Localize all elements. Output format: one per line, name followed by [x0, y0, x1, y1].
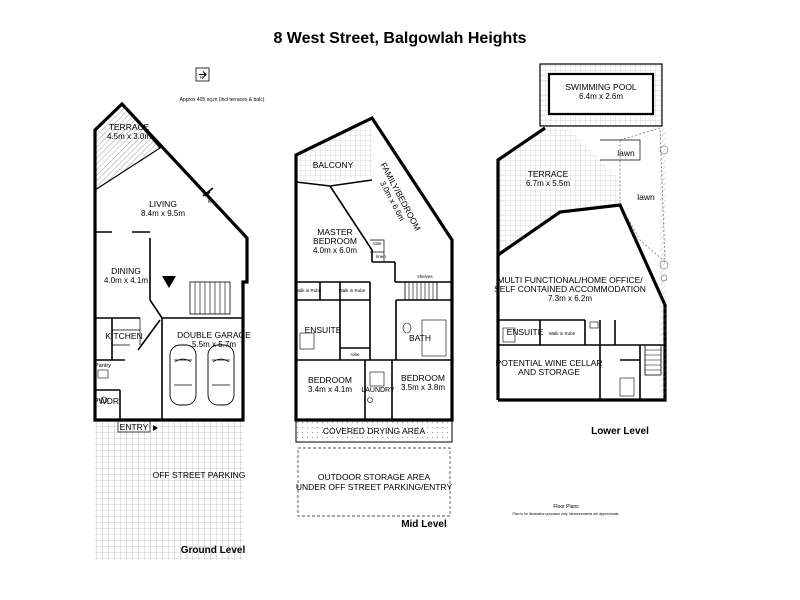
pool-dim: 6.4m x 2.6m	[579, 92, 623, 101]
area-note: Approx 405 sq.m (incl terraces & balc)	[180, 97, 265, 103]
lawn-label-1: lawn	[617, 148, 635, 158]
multi-functional-label-1: MULTI FUNCTIONAL/HOME OFFICE/	[497, 275, 643, 285]
lower-level-plan: SWIMMING POOL 6.4m x 2.6m lawn lawn TERR…	[494, 63, 669, 437]
ground-terrace	[94, 103, 161, 192]
covered-drying-label: COVERED DRYING AREA	[323, 426, 426, 436]
master-bedroom-label-1: MASTER	[317, 227, 352, 237]
lower-stairs	[644, 344, 662, 376]
linen-label: linen	[376, 254, 386, 259]
ground-terrace-dim: 4.5m x 3.0m	[107, 132, 151, 141]
multi-functional-label-2: SELF CONTAINED ACCOMMODATION	[494, 284, 646, 294]
mid-robe-label: robe	[350, 352, 360, 357]
mid-level-title: Mid Level	[401, 519, 447, 530]
entry-label: ENTRY	[120, 422, 149, 432]
bedroom-2-dim: 3.4m x 4.1m	[308, 385, 352, 394]
wine-cellar-label-1: POTENTIAL WINE CELLAR	[496, 358, 603, 368]
outdoor-storage-area	[297, 447, 451, 517]
fireplace-label: fire	[208, 199, 215, 204]
north-arrow-icon: N	[195, 67, 210, 82]
garage-car-icons	[169, 344, 235, 406]
walk-in-robe-1: Walk in Robe	[295, 288, 322, 293]
ground-level-title: Ground Level	[181, 545, 246, 556]
garage-label: DOUBLE GARAGE	[177, 330, 251, 340]
ground-level-plan: N Approx 405 sq.m (incl terraces & balc)	[93, 67, 265, 560]
walk-in-robe-2: Walk in Robe	[339, 288, 366, 293]
parking-label: OFF STREET PARKING	[153, 470, 246, 480]
kitchen-label: KITCHEN	[105, 331, 142, 341]
bedroom-2-label: BEDROOM	[308, 375, 352, 385]
lower-level-title: Lower Level	[591, 426, 649, 437]
outdoor-storage-label-2: UNDER OFF STREET PARKING/ENTRY	[296, 482, 453, 492]
balcony-label: BALCONY	[313, 160, 354, 170]
bedroom-3-label: BEDROOM	[401, 373, 445, 383]
master-bedroom-label-2: BEDROOM	[313, 236, 357, 246]
swimming-pool	[547, 72, 655, 116]
living-dim: 8.4m x 9.5m	[141, 209, 185, 218]
bath-label: BATH	[409, 333, 431, 343]
pool-label: SWIMMING POOL	[565, 82, 637, 92]
master-bedroom-dim: 4.0m x 6.0m	[313, 246, 357, 255]
outdoor-storage-label-1: OUTDOOR STORAGE AREA	[318, 472, 431, 482]
mid-stairs	[404, 281, 438, 301]
off-street-parking-area	[95, 420, 243, 560]
ground-stairs	[189, 281, 231, 315]
lawn-label-2: lawn	[637, 192, 655, 202]
credit-line-1: Floor Plans	[553, 504, 579, 510]
page-title: 8 West Street, Balgowlah Heights	[273, 30, 527, 47]
pantry-label: Pantry	[95, 363, 111, 369]
dining-label: DINING	[111, 266, 141, 276]
pwdr-label: PWDR	[93, 396, 119, 406]
ground-terrace-label: TERRACE	[109, 122, 150, 132]
garage-dim: 5.5m x 5.7m	[192, 340, 236, 349]
lower-ensuite-label: ENSUITE	[507, 327, 544, 337]
wine-cellar-label-2: AND STORAGE	[518, 367, 580, 377]
mid-level-plan: BALCONY FAMILY/BEDROOM 3.0m x 6.6m MASTE…	[294, 115, 454, 530]
living-label: LIVING	[149, 199, 177, 209]
compass-label: N	[200, 75, 203, 80]
robe-label: robe	[372, 241, 382, 246]
credit-line-2: Plan is for illustrative purposes only. …	[513, 512, 620, 516]
mid-ensuite-label: ENSUITE	[305, 325, 342, 335]
lower-terrace-dim: 6.7m x 5.5m	[526, 179, 570, 188]
laundry-label: LAUNDRY	[361, 387, 395, 394]
lower-terrace-label: TERRACE	[528, 169, 569, 179]
multi-functional-dim: 7.3m x 6.2m	[548, 294, 592, 303]
lower-walk-in-robe: Walk in Robe	[549, 331, 576, 336]
bedroom-3-dim: 3.5m x 3.8m	[401, 383, 445, 392]
shelves-label: shelves	[417, 274, 433, 279]
dining-dim: 4.0m x 4.1m	[104, 276, 148, 285]
